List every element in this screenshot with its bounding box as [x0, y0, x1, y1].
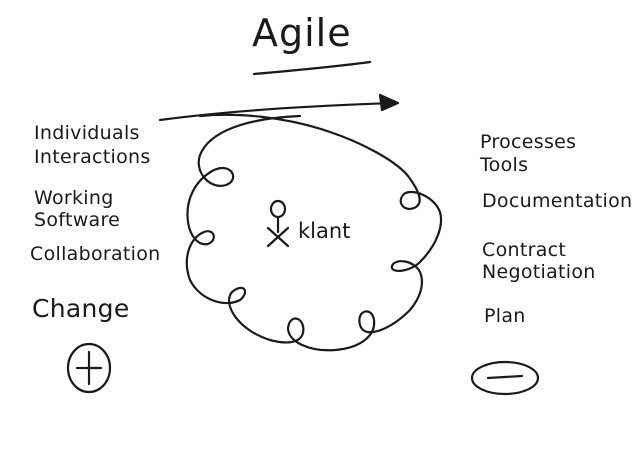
customer-figure: [266, 199, 290, 248]
center-label: klant: [298, 219, 351, 243]
iteration-loop: [185, 113, 443, 352]
diagram-title: Agile: [252, 11, 352, 55]
title-underline: [252, 60, 372, 76]
left-item-software: Software: [34, 209, 121, 231]
plus-icon: [66, 342, 112, 394]
right-item-processes: Processes: [480, 131, 577, 153]
left-item-collaboration: Collaboration: [30, 243, 161, 265]
left-item-change: Change: [32, 294, 130, 323]
right-item-contract: Contract: [482, 239, 567, 261]
right-item-plan: Plan: [484, 305, 526, 327]
minus-icon: [470, 360, 540, 396]
left-item-working: Working: [34, 187, 114, 209]
process-arrow: [158, 101, 398, 122]
right-item-negotiation: Negotiation: [482, 261, 596, 283]
arrowhead: [378, 93, 400, 112]
left-item-interactions: Interactions: [34, 146, 151, 168]
right-item-tools: Tools: [480, 154, 529, 176]
right-item-documentation: Documentation: [482, 190, 633, 212]
left-item-individuals: Individuals: [34, 122, 140, 144]
